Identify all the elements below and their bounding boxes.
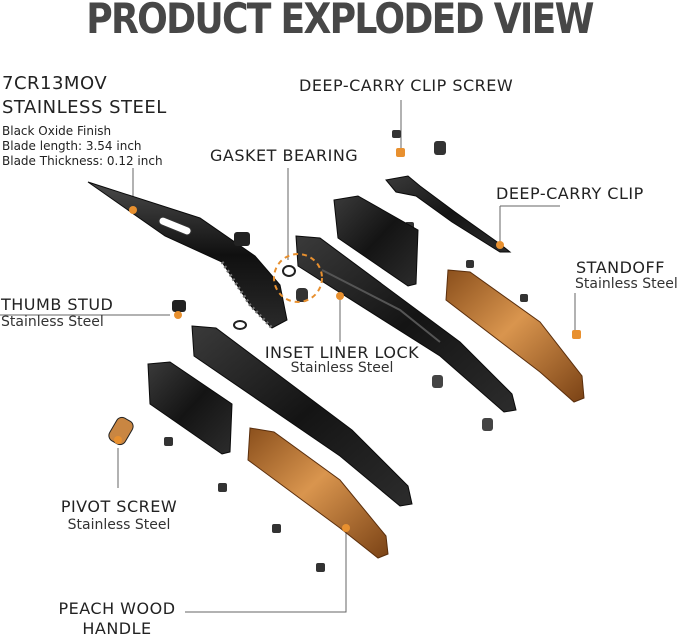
scale-screw-1 [466, 260, 474, 268]
bolster-plate-upper [333, 195, 419, 287]
bushing [296, 288, 308, 302]
marker-pivot [114, 436, 122, 444]
thumb-stud-part [234, 232, 250, 246]
marker-handle [342, 524, 350, 532]
blade-slot [158, 216, 192, 236]
pivot-nut [164, 437, 173, 446]
wood-scale-lower [247, 427, 389, 559]
label-pivot-screw: PIVOT SCREW [60, 497, 178, 516]
marker-blade [129, 206, 137, 214]
label-thumb-stud: THUMB STUD [1, 295, 114, 314]
blade [87, 181, 288, 330]
thumb-stud-left [172, 300, 186, 312]
deep-carry-clip [385, 175, 512, 253]
clip-screw-1 [392, 130, 401, 138]
label-clip-screw: DEEP-CARRY CLIP SCREW [299, 76, 514, 95]
handle-screw-3 [316, 563, 325, 572]
standoff-1 [432, 375, 443, 388]
washer-1 [233, 320, 247, 330]
blade-name-line1: 7CR13MOV [2, 73, 108, 94]
liner-lock-plate [295, 235, 517, 413]
blade-name-line2: STAINLESS STEEL [2, 97, 167, 118]
wood-scale-upper [445, 269, 585, 403]
marker-thumb-stud [174, 311, 182, 319]
blade-length: Blade length: 3.54 inch [2, 139, 142, 153]
scale-screw-2 [520, 294, 528, 302]
scale-screw-3 [572, 330, 581, 339]
label-gasket-bearing: GASKET BEARING [210, 146, 359, 165]
liner-lower [191, 325, 413, 507]
marker-clip [496, 241, 504, 249]
standoff-2 [482, 418, 493, 431]
blade-body [87, 181, 288, 329]
blade-edge-serration [220, 261, 274, 330]
label-deep-carry-clip: DEEP-CARRY CLIP [496, 184, 644, 203]
gasket-bearing-highlight [273, 253, 323, 303]
label-standoff-material: Stainless Steel [575, 276, 678, 292]
label-pivot-screw-material: Stainless Steel [67, 517, 171, 533]
lock-cutout [321, 269, 441, 343]
label-standoff: STANDOFF [576, 258, 665, 277]
callout-markers [114, 206, 504, 532]
blade-thickness: Blade Thickness: 0.12 inch [2, 154, 163, 168]
clip-screw-2 [396, 148, 405, 157]
bolster-plate-lower [147, 361, 233, 455]
clip-screw-3 [434, 141, 446, 155]
blade-finish: Black Oxide Finish [2, 124, 112, 138]
label-liner-lock: INSET LINER LOCK [264, 343, 420, 362]
page-title: PRODUCT EXPLODED VIEW [86, 0, 594, 43]
washer-2 [282, 265, 296, 277]
handle-screw-1 [218, 483, 227, 492]
leader-handle [185, 528, 347, 613]
marker-liner-lock [336, 292, 344, 300]
label-handle-line1: PEACH WOOD [58, 599, 176, 618]
handle-screw-2 [272, 524, 281, 533]
small-parts [108, 130, 581, 572]
label-liner-lock-material: Stainless Steel [290, 360, 394, 376]
label-thumb-stud-material: Stainless Steel [1, 314, 104, 330]
label-handle-line2: HANDLE [82, 619, 152, 638]
